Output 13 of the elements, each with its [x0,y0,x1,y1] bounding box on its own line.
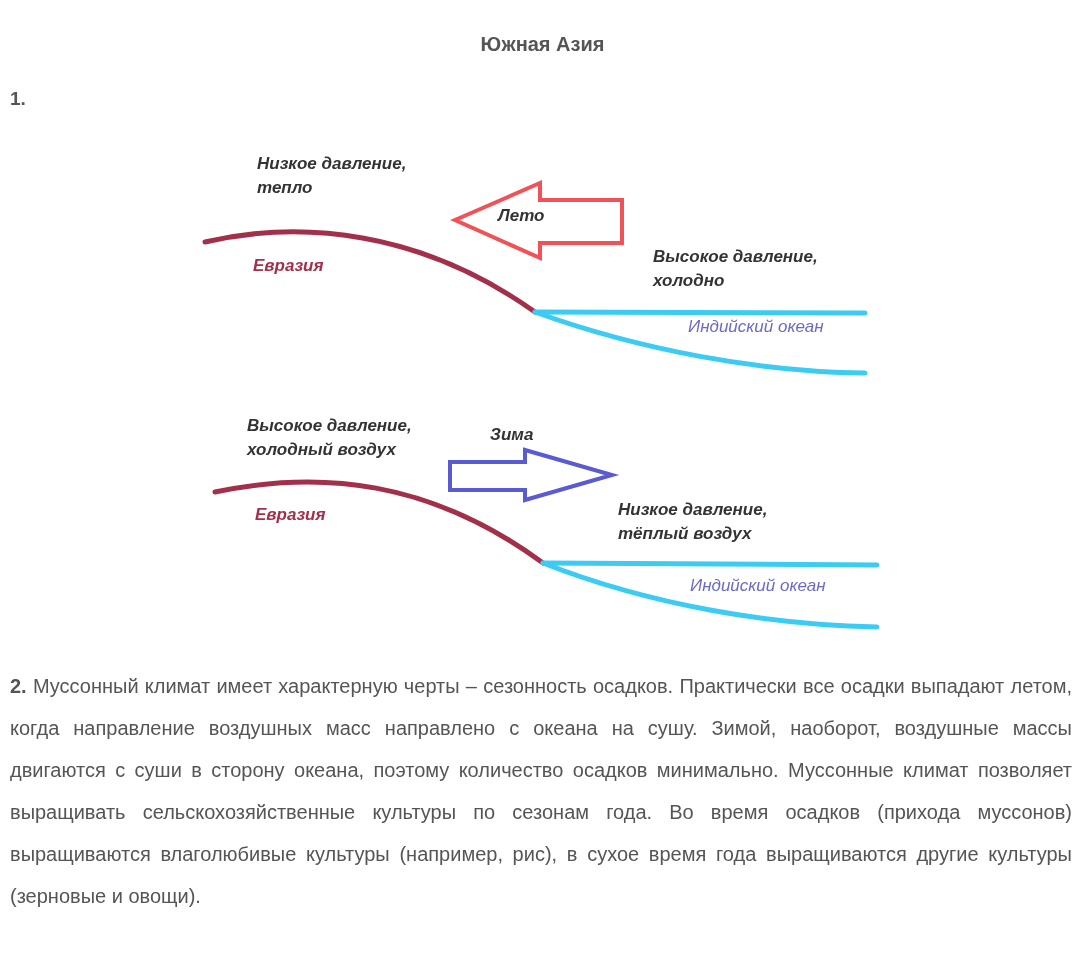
map-label: Низкое давление, тёплый воздух [618,499,769,545]
map-label: Низкое давление, тепло [257,153,408,199]
arrow-label: Лето [498,205,545,227]
section-number: 1. [10,88,26,110]
heading: Южная Азия [479,33,606,56]
arrow-label: Зима [490,424,534,446]
map-label: Индийский океан [688,316,824,338]
map-label: Высокое давление, холодно [653,246,819,292]
map-label: Евразия [255,504,326,526]
map-label: Индийский океан [690,575,826,597]
paragraph: 2. Муссонный климат имеет характерную черты – сезонность осадков. Практически все осадки выпадают летом, когда направление воздушных масс направлено с океана на сушу. Зимой, наоборот, воздушные массы двигаются с суши в сторону океана, поэтому количество осадков минимально. Муссонные климат позволяет выращивать сельскохозяйственные культуры по сезонам года. Во время осадков (прихода муссонов) выращиваются влаголюбивые культуры (например, рис), в сухое время года выращиваются другие культуры (зерновые и овощи). [10,674,1072,909]
map-label: Высокое давление, холодный воздух [247,415,413,461]
map-label: Евразия [253,255,324,277]
